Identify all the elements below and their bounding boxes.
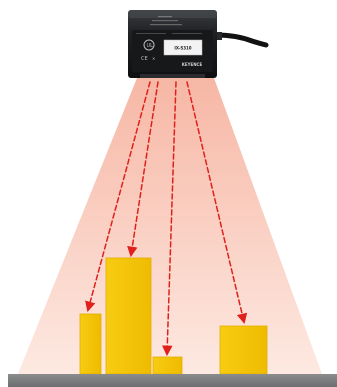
laser-distance-sensor-icon: UL CE ✕ IX-S310 KEYENCE: [128, 10, 217, 78]
object-block-3: [152, 356, 183, 375]
object-block-4: [219, 325, 268, 375]
arrow-to-object-1: [85, 81, 151, 313]
svg-text:CE: CE: [141, 56, 148, 62]
laser-beam: [18, 78, 322, 374]
object-block-2: [105, 257, 152, 375]
svg-text:UL: UL: [147, 43, 154, 49]
sensor-cable: [213, 32, 269, 48]
measurement-arrows: [85, 81, 248, 357]
sensor-brand: KEYENCE: [182, 62, 203, 67]
measured-objects: [79, 257, 268, 375]
arrow-to-object-2: [127, 81, 159, 258]
floor-surface: [8, 374, 337, 387]
sensor-model-label: IX-S310: [174, 46, 191, 51]
arrow-to-object-4: [186, 81, 248, 325]
svg-text:✕: ✕: [152, 56, 155, 61]
arrow-to-object-3: [162, 81, 177, 357]
object-block-1: [79, 313, 102, 375]
